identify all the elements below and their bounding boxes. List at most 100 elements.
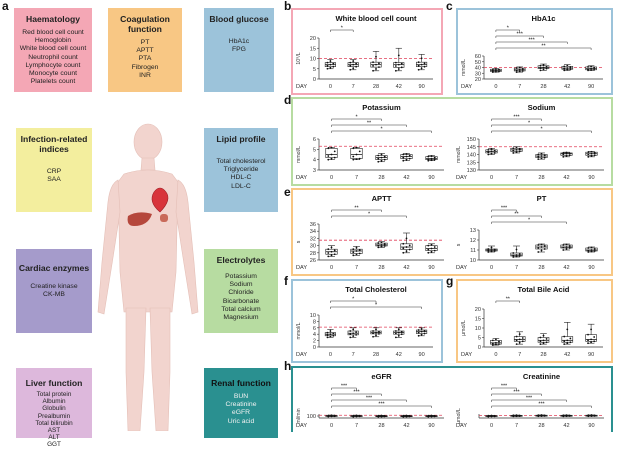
- data-point: [590, 414, 593, 416]
- category-title: Liver function: [25, 378, 83, 388]
- data-point: [352, 158, 355, 161]
- data-point: [383, 155, 386, 158]
- data-point: [537, 158, 540, 161]
- significance-bracket: [495, 29, 520, 32]
- organ-hint: [160, 214, 168, 222]
- significance-label: **: [514, 211, 519, 217]
- significance-label: ***: [378, 401, 385, 407]
- significance-bracket: [331, 209, 382, 212]
- data-point: [590, 246, 593, 249]
- y-tick-label: 36: [310, 222, 316, 228]
- y-tick-label: 0: [313, 345, 316, 351]
- data-point: [417, 68, 420, 71]
- data-point: [430, 414, 433, 417]
- data-point: [587, 153, 590, 156]
- data-point: [375, 331, 377, 334]
- category-items: Creatine kinase CK-MB: [30, 283, 78, 299]
- data-point: [402, 414, 405, 417]
- data-point: [402, 247, 405, 250]
- data-point: [540, 152, 543, 155]
- data-point: [427, 244, 430, 247]
- data-point: [327, 414, 330, 417]
- data-point: [358, 150, 361, 153]
- data-point: [400, 62, 403, 65]
- y-axis-label: ml/min: [296, 408, 302, 423]
- category-items: Potassium Sodium Chloride Bicarbonate To…: [221, 273, 261, 322]
- x-tick-label: 0: [490, 423, 493, 429]
- y-tick-label: 30: [310, 244, 316, 250]
- category-title: Haematology: [26, 14, 80, 24]
- data-point: [487, 248, 490, 250]
- data-point: [349, 64, 352, 67]
- data-point: [565, 248, 568, 250]
- y-axis-label: μmol/L: [456, 408, 462, 424]
- data-point: [383, 243, 386, 245]
- significance-bracket: [495, 35, 544, 38]
- data-point: [372, 330, 374, 332]
- x-tick-label: 0: [490, 265, 493, 271]
- y-tick-label: 50: [475, 60, 481, 66]
- data-point: [590, 338, 592, 341]
- data-point: [397, 331, 400, 334]
- data-point: [568, 245, 571, 247]
- data-point: [515, 343, 518, 346]
- data-point: [427, 248, 430, 251]
- data-point: [427, 414, 430, 417]
- x-tick-label: 28: [540, 352, 546, 358]
- x-tick-label: 0: [330, 423, 333, 429]
- significance-label: ***: [517, 31, 524, 37]
- y-tick-label: 135: [467, 160, 476, 166]
- data-point: [543, 154, 546, 157]
- data-point: [518, 253, 521, 255]
- data-point: [590, 250, 593, 253]
- data-point: [587, 251, 590, 253]
- data-point: [377, 154, 380, 157]
- x-tick-label: 42: [396, 352, 402, 358]
- data-point: [587, 66, 589, 68]
- y-tick-label: 8: [313, 319, 316, 325]
- data-point: [433, 158, 436, 161]
- data-point: [433, 414, 436, 417]
- data-point: [515, 71, 518, 73]
- significance-label: *: [380, 126, 383, 132]
- y-tick-label: 3: [313, 168, 316, 174]
- y-tick-label: 10: [475, 326, 481, 332]
- data-point: [593, 152, 596, 154]
- data-point: [433, 246, 436, 248]
- data-point: [352, 155, 355, 158]
- y-tick-label: 15: [475, 317, 481, 323]
- x-tick-label: 0: [329, 84, 332, 90]
- significance-label: *: [507, 25, 510, 31]
- x-axis-label: DAY: [456, 265, 467, 271]
- data-point: [498, 68, 500, 71]
- data-point: [518, 338, 521, 341]
- data-point: [490, 414, 493, 417]
- panel-letter-c: c: [446, 0, 453, 13]
- data-point: [417, 64, 420, 67]
- x-tick-label: 7: [355, 175, 358, 181]
- panel-letter-f: f: [284, 274, 288, 288]
- data-point: [333, 253, 336, 256]
- data-point: [539, 69, 542, 72]
- data-point: [355, 250, 358, 252]
- data-point: [420, 330, 423, 333]
- data-point: [397, 63, 400, 66]
- data-point: [587, 342, 589, 345]
- panel-letter-e: e: [284, 185, 291, 199]
- data-point: [352, 251, 355, 254]
- data-point: [540, 414, 543, 416]
- data-point: [326, 336, 329, 339]
- data-point: [565, 243, 568, 246]
- data-point: [378, 66, 380, 69]
- category-coagulation: Coagulation function PT APTT PTA Fibroge…: [108, 8, 182, 92]
- significance-label: ***: [341, 383, 348, 389]
- data-point: [402, 242, 405, 245]
- data-point: [543, 414, 546, 417]
- data-point: [327, 155, 330, 157]
- data-point: [493, 414, 496, 417]
